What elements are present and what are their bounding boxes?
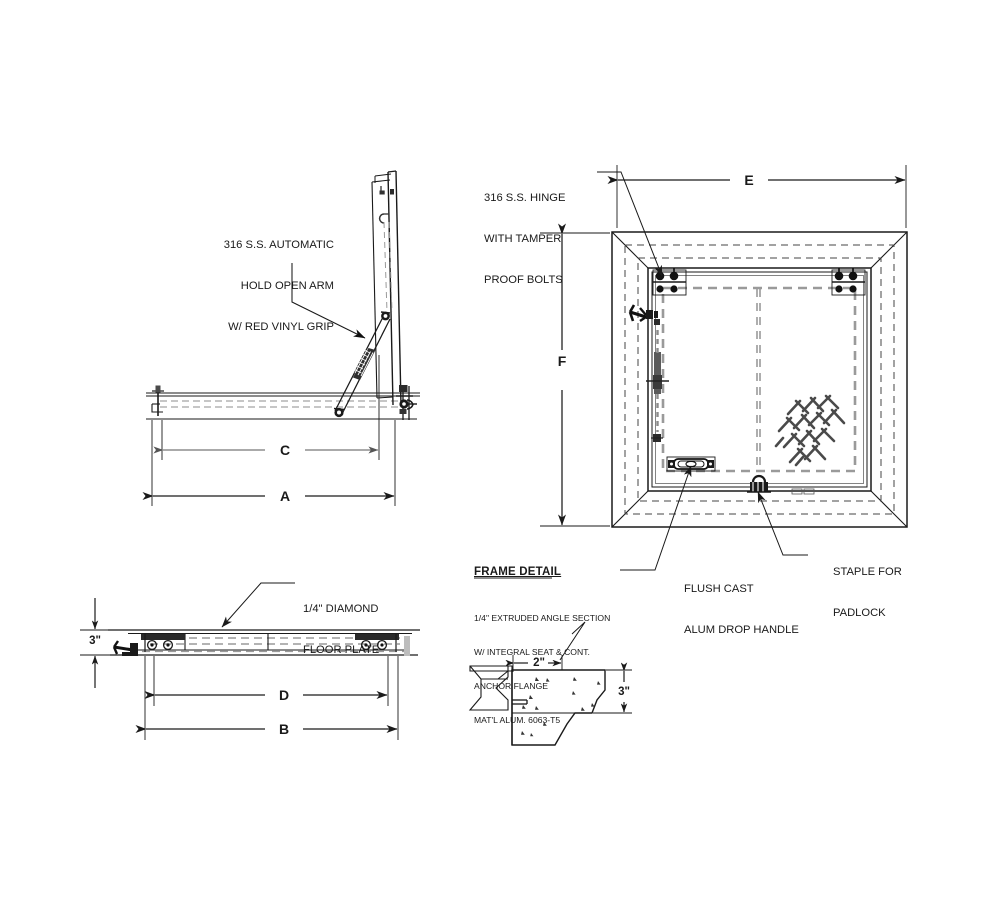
frame-height-label: 3" bbox=[618, 686, 630, 698]
padlock-staple bbox=[747, 474, 771, 493]
section-hinge-left bbox=[112, 634, 185, 656]
hold-open-arm-note-line3: W/ RED VINYL GRIP bbox=[228, 321, 334, 334]
dimension-3in-geometry bbox=[80, 598, 138, 688]
section-hinge-right bbox=[355, 634, 410, 656]
staple-note: STAPLE FOR PADLOCK bbox=[833, 539, 973, 635]
plan-hinge-right bbox=[831, 268, 866, 296]
dimension-b-geometry bbox=[135, 656, 399, 740]
plan-view-geometry bbox=[540, 165, 908, 571]
dimension-c-label: C bbox=[279, 442, 291, 458]
floor-plate-note-line1: 1/4" DIAMOND bbox=[303, 603, 379, 616]
frame-2in-dimension bbox=[505, 655, 563, 672]
frame-detail-notes: 1/4" EXTRUDED ANGLE SECTION W/ INTEGRAL … bbox=[474, 590, 639, 737]
plan-hold-open-arm bbox=[646, 319, 669, 442]
hold-open-arm-note-line1: 316 S.S. AUTOMATIC bbox=[223, 239, 334, 252]
drop-handle-note-line2: ALUM DROP HANDLE bbox=[684, 624, 799, 637]
elevation-view-geometry bbox=[142, 170, 420, 506]
dimension-e-geometry bbox=[607, 165, 907, 228]
plan-vinyl-grip bbox=[628, 304, 658, 322]
elevation-hinge-detail bbox=[396, 385, 417, 414]
diamond-plate-pattern bbox=[774, 394, 846, 467]
staple-note-line1: STAPLE FOR bbox=[833, 566, 902, 579]
dimension-f-geometry bbox=[540, 223, 610, 527]
dimension-a-label: A bbox=[279, 488, 291, 504]
hinge-note-line2: WITH TAMPER bbox=[484, 233, 562, 246]
frame-detail-note-line3: ANCHOR FLANGE bbox=[474, 680, 549, 691]
hold-open-arm-note-line2: HOLD OPEN ARM bbox=[240, 280, 334, 293]
frame-width-label: 2" bbox=[533, 657, 545, 669]
staple-note-line2: PADLOCK bbox=[833, 607, 886, 620]
floor-plate-note: 1/4" DIAMOND FLOOR PLATE bbox=[303, 576, 433, 672]
hinge-note-line3: PROOF BOLTS bbox=[484, 274, 563, 287]
section-height-label: 3" bbox=[89, 635, 101, 647]
drop-handle bbox=[666, 456, 716, 472]
drop-handle-note: FLUSH CAST ALUM DROP HANDLE bbox=[684, 556, 834, 652]
dimension-b-label: B bbox=[278, 721, 290, 737]
dimension-c-geometry bbox=[153, 355, 380, 460]
frame-detail-note-line2: W/ INTEGRAL SEAT & CONT. bbox=[474, 646, 590, 657]
hold-open-arm-note: 316 S.S. AUTOMATIC HOLD OPEN ARM W/ RED … bbox=[204, 212, 334, 349]
hinge-note: 316 S.S. HINGE WITH TAMPER PROOF BOLTS bbox=[484, 165, 594, 302]
frame-detail-note-line1: 1/4" EXTRUDED ANGLE SECTION bbox=[474, 612, 611, 623]
aggregate-hatch bbox=[521, 677, 601, 737]
hinge-note-line1: 316 S.S. HINGE bbox=[484, 192, 566, 205]
dimension-f-label: F bbox=[557, 353, 567, 369]
section-view-geometry bbox=[80, 582, 420, 740]
frame-detail-note-line4: MAT'L ALUM. 6063-T5 bbox=[474, 714, 561, 725]
floor-plate-note-line2: FLOOR PLATE bbox=[303, 644, 380, 657]
dimension-d-geometry bbox=[144, 656, 389, 706]
dimension-d-label: D bbox=[278, 687, 290, 703]
dimension-a-geometry bbox=[142, 420, 396, 506]
drop-handle-note-line1: FLUSH CAST bbox=[684, 583, 754, 596]
frame-detail-title: FRAME DETAIL bbox=[474, 566, 562, 578]
hold-open-arm bbox=[333, 311, 391, 418]
frame-detail-geometry bbox=[468, 577, 632, 746]
frame-3in-dimension bbox=[593, 662, 632, 714]
plan-keeper bbox=[791, 488, 815, 495]
dimension-e-label: E bbox=[744, 172, 754, 188]
